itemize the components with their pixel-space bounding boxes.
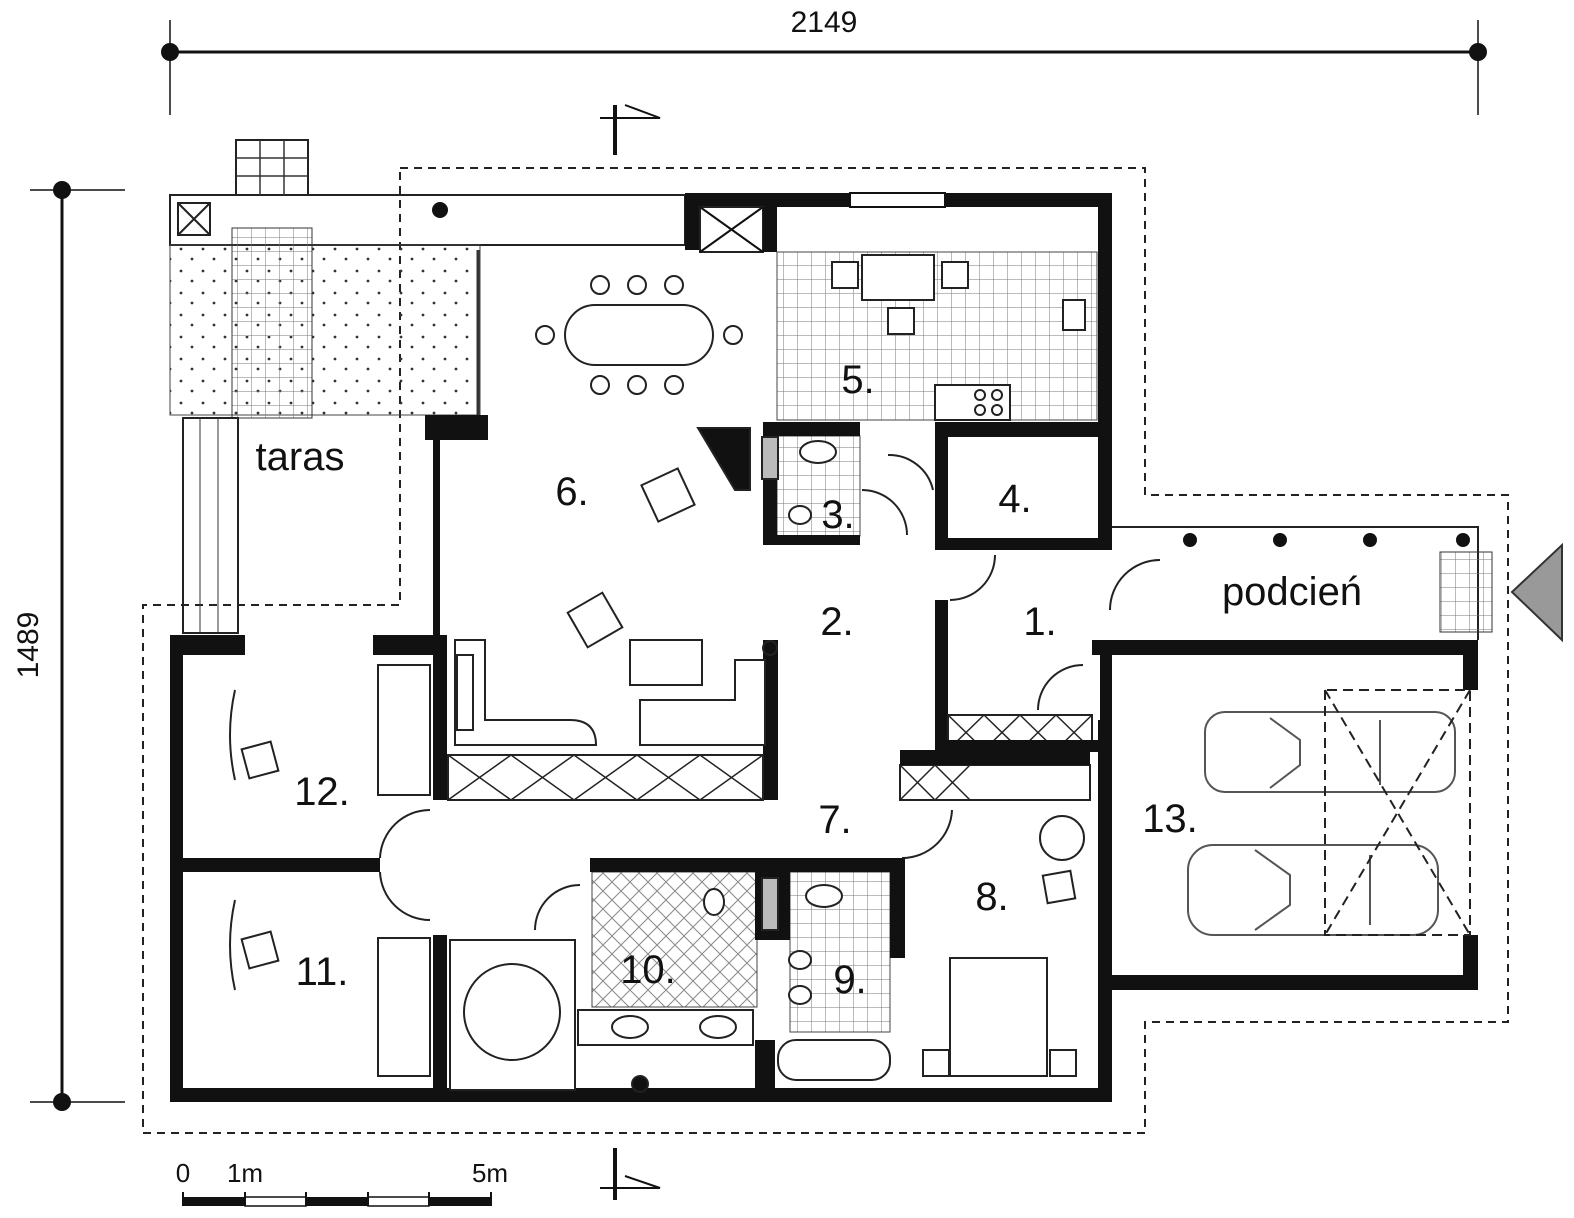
scale-bar: 0 1m 5m	[176, 1158, 508, 1207]
scale-label-0: 0	[176, 1158, 190, 1188]
room-label-7: 7.	[818, 798, 851, 842]
room-label-2: 2.	[820, 600, 853, 644]
entrance-arrow-icon	[1510, 542, 1563, 643]
porch	[1112, 526, 1493, 640]
depth-dimension-label: 1489	[12, 612, 45, 679]
doors	[229, 453, 1161, 991]
room-label-11: 11.	[296, 950, 349, 994]
scale-label-1m: 1m	[227, 1158, 263, 1188]
section-marker-top	[600, 104, 661, 155]
bathroom-floor	[591, 871, 758, 1008]
room-label-12: 12.	[294, 770, 350, 814]
furniture	[240, 254, 1086, 1093]
room-label-1: 1.	[1023, 600, 1056, 644]
room-label-3: 3.	[821, 493, 854, 537]
room-label-6: 6.	[555, 470, 588, 514]
walls	[170, 192, 1478, 1102]
garage-door-swing	[1324, 689, 1471, 936]
room-label-9: 9.	[833, 958, 866, 1002]
room-label-10: 10.	[620, 948, 676, 992]
dimension-width: 2149	[161, 6, 1487, 115]
room-label-5: 5.	[841, 358, 874, 402]
terrace-label: taras	[256, 435, 345, 479]
porch-label: podcień	[1222, 570, 1362, 614]
roof-outline	[142, 167, 1509, 1134]
dimension-depth: 1489	[12, 181, 125, 1111]
width-dimension-label: 2149	[791, 6, 858, 39]
section-marker-bottom	[600, 1148, 661, 1200]
room-label-8: 8.	[975, 875, 1008, 919]
car-icon	[1187, 711, 1456, 936]
room-label-13: 13.	[1142, 797, 1198, 841]
room-label-4: 4.	[998, 477, 1031, 521]
scale-label-5m: 5m	[472, 1158, 508, 1188]
